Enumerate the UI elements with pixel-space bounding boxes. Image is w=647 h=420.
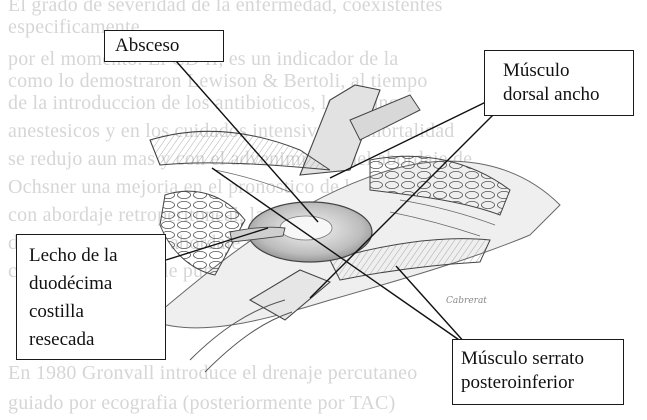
label-text: dorsal ancho (503, 83, 633, 107)
label-text: resecada (29, 326, 165, 354)
label-musculo-dorsal-ancho: Músculo dorsal ancho (484, 50, 634, 116)
label-text: costilla (29, 298, 165, 326)
label-absceso: Absceso (104, 30, 224, 62)
label-musculo-serrato: Músculo serrato posteroinferior (452, 339, 624, 405)
label-text: Músculo (503, 59, 633, 83)
artist-signature: Cabrerat (446, 296, 487, 306)
label-lecho-costilla: Lecho de la duodécima costilla resecada (16, 234, 166, 360)
latissimus-dorsi-muscle (150, 131, 330, 170)
label-text: Lecho de la (29, 242, 165, 270)
label-text: Absceso (115, 34, 223, 58)
label-text: posteroinferior (461, 371, 623, 395)
label-text: Músculo serrato (461, 347, 623, 371)
label-text: duodécima (29, 270, 165, 298)
